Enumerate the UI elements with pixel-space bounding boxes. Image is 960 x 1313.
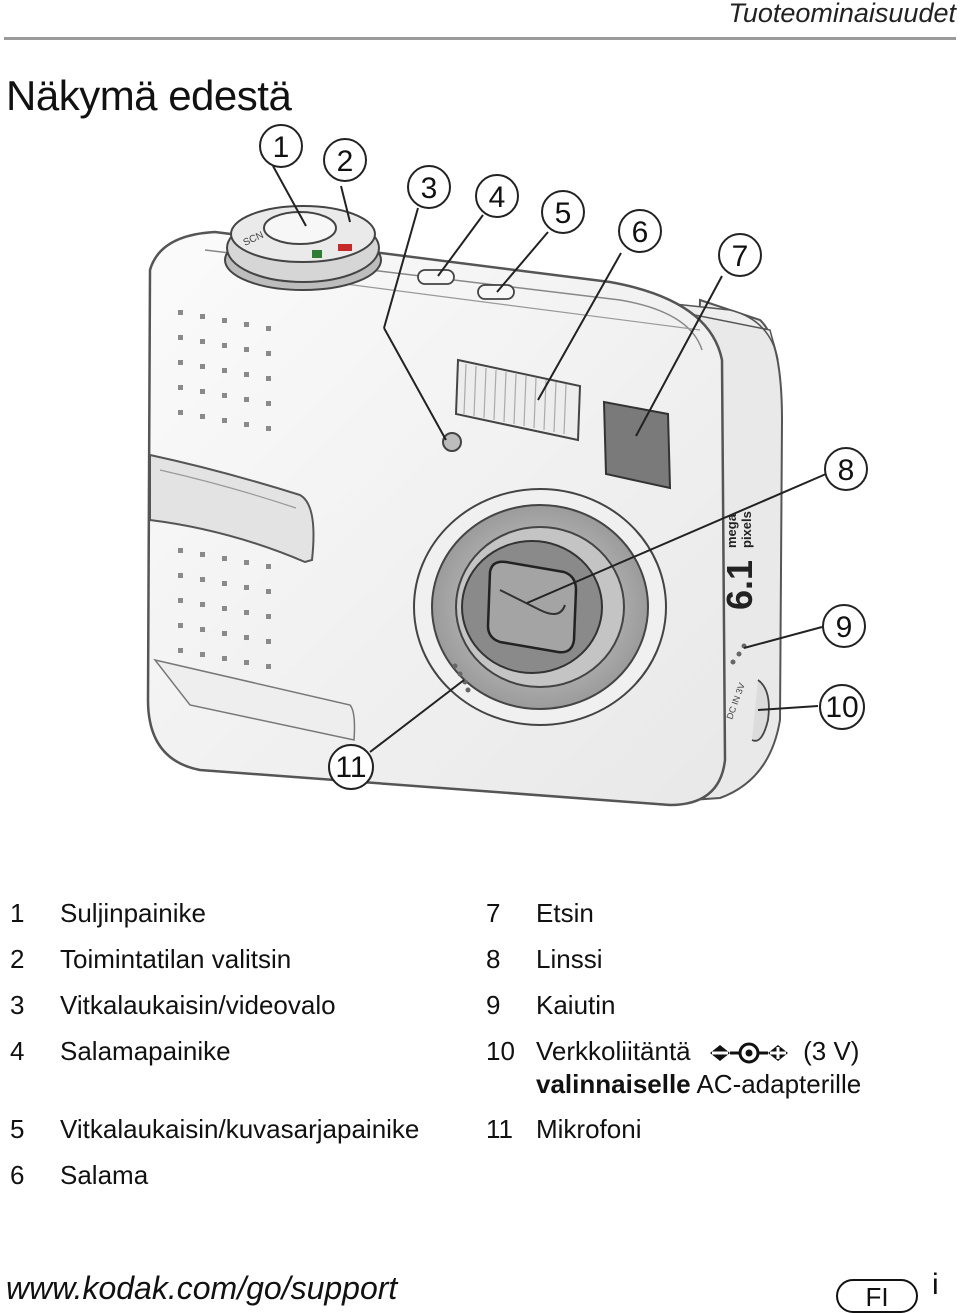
flash-button: [417, 269, 455, 285]
callout-8: [824, 447, 868, 491]
callout-7: [718, 233, 762, 277]
section-title: Tuoteominaisuudet: [728, 0, 956, 28]
svg-text:3: 3: [421, 172, 438, 205]
shutter-button: [263, 211, 337, 245]
svg-text:11: 11: [335, 751, 366, 784]
leader-lines: [272, 165, 827, 753]
svg-text:8: 8: [838, 454, 855, 487]
callout-5: [541, 190, 585, 234]
callout-4: [475, 174, 519, 218]
viewfinder: [602, 400, 672, 490]
svg-text:4: 4: [489, 181, 506, 214]
support-url: www.kodak.com/go/support: [6, 1270, 398, 1306]
grip-band: [149, 453, 315, 564]
svg-text:pixels: pixels: [739, 511, 754, 548]
svg-text:5: 5: [555, 197, 572, 230]
dc-polarity-icon: [709, 1042, 788, 1064]
svg-text:mega: mega: [724, 513, 739, 548]
callout-1: [259, 124, 303, 168]
camera-front-illustration: SCN 6.1 mega pixels: [146, 124, 868, 807]
callouts: 1 2 3 4 5 6 7 8 9 10 11: [259, 124, 868, 790]
callout-6: [618, 209, 662, 253]
svg-text:1: 1: [273, 131, 290, 164]
callout-10: [819, 684, 865, 730]
speaker: [730, 643, 747, 665]
header-rule: [4, 37, 956, 40]
svg-text:10: 10: [825, 691, 858, 724]
svg-text:7: 7: [732, 240, 749, 273]
megapixel-label: 6.1 mega pixels: [719, 511, 760, 610]
callout-3: [407, 165, 451, 209]
burst-button: [477, 284, 515, 300]
page-number: i: [932, 1268, 939, 1301]
lens: [413, 488, 667, 726]
callout-9: [822, 604, 866, 648]
svg-text:2: 2: [337, 145, 354, 178]
callout-11: [328, 744, 374, 790]
self-timer-light: [442, 432, 462, 452]
page-title: Näkymä edestä: [6, 72, 292, 119]
svg-text:6: 6: [632, 216, 649, 249]
svg-text:9: 9: [836, 611, 853, 644]
svg-text:6.1: 6.1: [719, 560, 760, 610]
language-badge: FI: [836, 1279, 918, 1313]
grip-dots: [178, 310, 271, 669]
mode-dial: SCN: [224, 205, 382, 291]
callout-2: [323, 138, 367, 182]
